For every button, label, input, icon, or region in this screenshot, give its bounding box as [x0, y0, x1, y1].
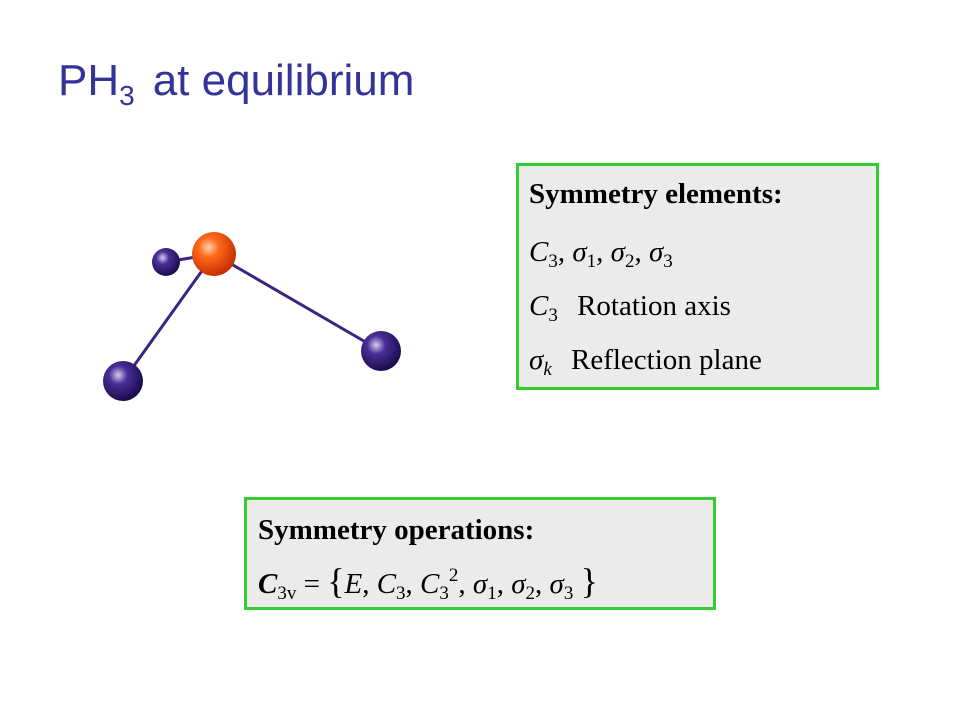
hydrogen-atom-bottom — [103, 361, 143, 401]
title-formula: PH — [58, 56, 120, 105]
phosphorus-atom — [192, 232, 236, 276]
op-c3-squared-subscript: 3 — [439, 583, 449, 604]
c3-subscript: 3 — [548, 251, 558, 272]
rotation-axis-line: C3 Rotation axis — [529, 290, 731, 326]
reflection-sigma-subscript: k — [543, 359, 552, 380]
op-c3-subscript: 3 — [396, 583, 406, 604]
open-brace: { — [327, 561, 345, 601]
slide-title: PH3 at equilibrium — [58, 56, 414, 112]
op-sigma1-symbol: σ — [472, 568, 488, 600]
op-sigma1-subscript: 1 — [487, 583, 497, 604]
symmetry-elements-list: C3, σ1, σ2, σ3 — [529, 236, 673, 272]
rotation-axis-label: Rotation axis — [577, 290, 731, 322]
c3-symbol: C — [529, 236, 549, 268]
bond-p-h-right — [213, 252, 382, 353]
c3v-group-definition: C3v = {E, C3, C32, σ1, σ2, σ3 } — [258, 561, 598, 604]
symmetry-operations-heading: Symmetry operations: — [258, 514, 535, 546]
symmetry-elements-heading: Symmetry elements: — [529, 178, 783, 210]
symmetry-operations-box: Symmetry operations: C3v = {E, C3, C32, … — [244, 497, 716, 610]
sigma2-subscript: 2 — [624, 251, 635, 272]
op-sigma2-subscript: 2 — [525, 583, 536, 604]
reflection-plane-label: Reflection plane — [571, 344, 762, 376]
sigma1-subscript: 1 — [586, 251, 597, 272]
close-brace: } — [580, 561, 598, 601]
identity-symbol: E — [344, 568, 363, 600]
hydrogen-atom-right — [361, 331, 401, 371]
sigma1-symbol: σ — [572, 236, 587, 268]
equals-sign: = — [303, 568, 320, 600]
op-sigma2-symbol: σ — [511, 568, 526, 600]
bond-p-h-bottom — [121, 253, 216, 382]
title-formula-subscript: 3 — [119, 80, 135, 111]
hydrogen-atom-top — [152, 248, 180, 276]
op-c3-squared-superscript: 2 — [448, 565, 459, 586]
reflection-plane-line: σk Reflection plane — [529, 344, 762, 380]
rotation-c-symbol: C — [529, 290, 549, 322]
rotation-c-subscript: 3 — [548, 305, 558, 326]
title-text: at equilibrium — [152, 56, 415, 105]
sigma2-symbol: σ — [610, 236, 625, 268]
op-c3-squared-symbol: C — [420, 568, 440, 600]
symmetry-elements-box: Symmetry elements: C3, σ1, σ2, σ3 C3 Rot… — [516, 163, 879, 390]
sigma3-subscript: 3 — [663, 251, 673, 272]
op-sigma3-subscript: 3 — [563, 583, 574, 604]
op-sigma3-symbol: σ — [549, 568, 564, 600]
sigma3-symbol: σ — [648, 236, 664, 268]
reflection-sigma-symbol: σ — [529, 344, 544, 376]
group-subscript: 3v — [277, 583, 297, 604]
group-symbol: C — [258, 568, 278, 600]
op-c3-symbol: C — [376, 568, 397, 600]
